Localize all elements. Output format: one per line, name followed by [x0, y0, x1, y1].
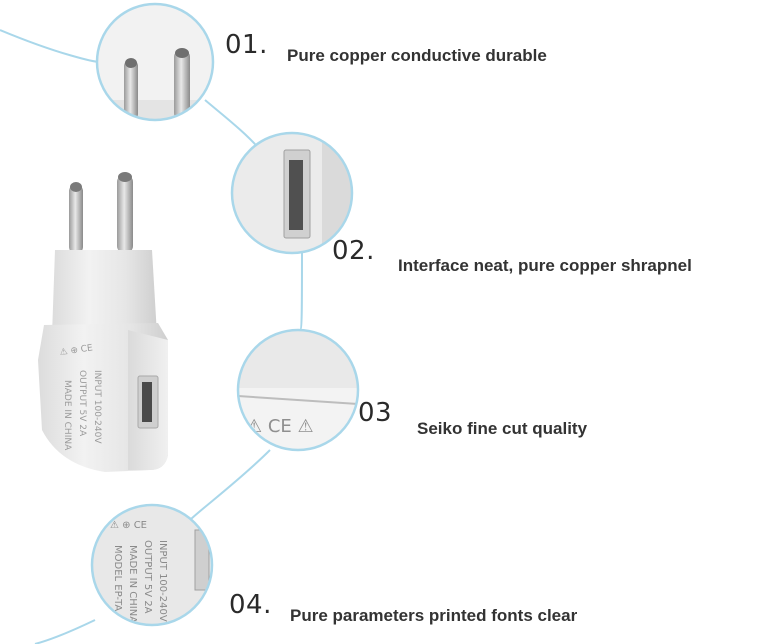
svg-text:⚠ ⊕ CE: ⚠ ⊕ CE [59, 343, 94, 358]
svg-text:MADE IN CHINA: MADE IN CHINA [127, 545, 138, 623]
detail-circle-pins [95, 2, 215, 122]
feature-caption-2: Interface neat, pure copper shrapnel [398, 256, 692, 275]
svg-text:MADE IN CHINA: MADE IN CHINA [62, 380, 72, 451]
feature-caption-1: Pure copper conductive durable [287, 46, 547, 65]
detail-circle-usb-port [230, 131, 354, 255]
svg-text:INPUT 100-240V: INPUT 100-240V [92, 370, 102, 444]
usb-wall-charger-image: ⚠ ⊕ CE INPUT 100-240V OUTPUT 5V 2A MADE … [38, 172, 168, 472]
detail-circle-printed-text: ⚠ ⊕ CE INPUT 100-240V OUTPUT 5V 2A MADE … [90, 503, 214, 627]
feature-number-2: 02. [332, 236, 375, 266]
feature-number-3: 03 [358, 398, 393, 428]
svg-text:OUTPUT 5V 2A: OUTPUT 5V 2A [142, 540, 153, 614]
feature-caption-4: Pure parameters printed fonts clear [290, 606, 578, 625]
svg-text:⚠ ⊕ CE: ⚠ ⊕ CE [110, 520, 147, 531]
svg-text:INPUT 100-240V: INPUT 100-240V [157, 540, 168, 622]
svg-text:⚠ CE ⚠: ⚠ CE ⚠ [246, 416, 314, 437]
feature-caption-3: Seiko fine cut quality [417, 419, 588, 438]
feature-number-1: 01. [225, 30, 268, 60]
feature-number-4: 04. [229, 590, 272, 620]
svg-text:MODEL EP-TA: MODEL EP-TA [112, 545, 123, 611]
svg-text:OUTPUT 5V 2A: OUTPUT 5V 2A [77, 370, 87, 437]
detail-circle-cut-quality: ⚠ CE ⚠ [236, 328, 360, 452]
